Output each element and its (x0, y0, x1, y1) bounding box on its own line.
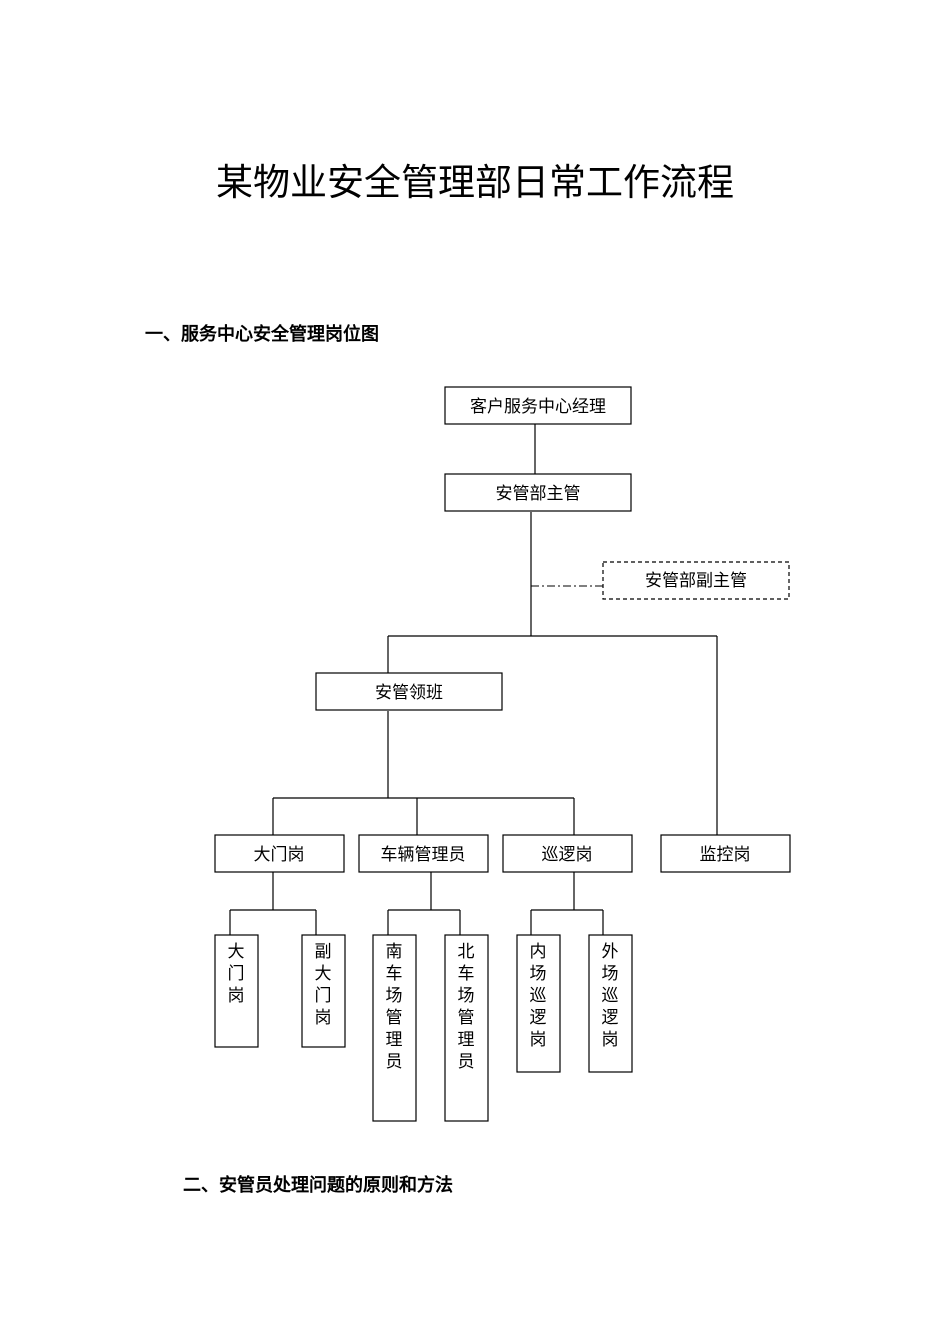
node-label-vertical: 北车场管理员 (458, 942, 475, 1072)
node-customer-service-manager: 客户服务中心经理 (444, 386, 632, 425)
node-security-supervisor: 安管部主管 (444, 473, 632, 512)
node-label-vertical: 大门岗 (228, 942, 245, 1006)
node-gate-post: 大门岗 (214, 834, 345, 873)
node-label-vertical: 外场巡逻岗 (602, 942, 619, 1050)
node-label: 车辆管理员 (381, 845, 466, 865)
section-heading-principles: 二、安管员处理问题的原则和方法 (183, 1175, 453, 1196)
node-label-vertical: 副大门岗 (315, 942, 332, 1028)
node-label: 安管部副主管 (645, 571, 747, 591)
node-sub-patrol-outer: 外场巡逻岗 (588, 934, 633, 1073)
section-heading-org-chart: 一、服务中心安全管理岗位图 (145, 324, 379, 345)
node-label: 大门岗 (254, 845, 305, 865)
node-label: 客户服务中心经理 (470, 397, 606, 417)
node-patrol-post: 巡逻岗 (502, 834, 633, 873)
page-title: 某物业安全管理部日常工作流程 (216, 161, 734, 204)
node-label-vertical: 内场巡逻岗 (530, 942, 547, 1050)
node-label-vertical: 南车场管理员 (386, 942, 403, 1072)
node-sub-parking-south: 南车场管理员 (372, 934, 417, 1122)
node-sub-gate-main: 大门岗 (214, 934, 259, 1048)
node-label: 安管领班 (375, 683, 443, 703)
node-label: 安管部主管 (496, 484, 581, 504)
node-label: 巡逻岗 (542, 845, 593, 865)
node-team-lead: 安管领班 (315, 672, 503, 711)
node-monitoring-post: 监控岗 (660, 834, 791, 873)
node-vehicle-manager: 车辆管理员 (358, 834, 489, 873)
node-sub-patrol-inner: 内场巡逻岗 (516, 934, 561, 1073)
node-sub-gate-deputy: 副大门岗 (301, 934, 346, 1048)
node-deputy-supervisor: 安管部副主管 (602, 561, 790, 600)
connector-lines (229, 424, 718, 935)
node-sub-parking-north: 北车场管理员 (444, 934, 489, 1122)
node-label: 监控岗 (700, 845, 751, 865)
